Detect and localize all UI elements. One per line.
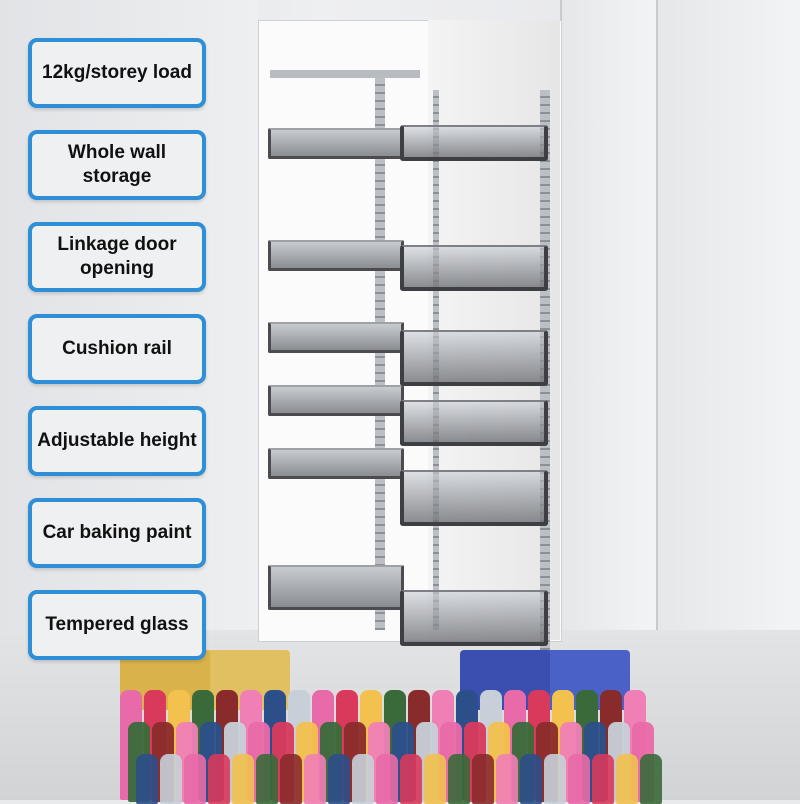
feature-label-load: 12kg/storey load	[28, 38, 206, 108]
bottle	[520, 754, 542, 804]
feature-label-height: Adjustable height	[28, 406, 206, 476]
door-rack	[400, 330, 548, 386]
cabinet-panel	[560, 0, 658, 632]
bottle	[592, 754, 614, 804]
bottle	[184, 754, 206, 804]
bottle	[568, 754, 590, 804]
bottle	[136, 754, 158, 804]
bottle	[496, 754, 518, 804]
groceries	[120, 650, 662, 804]
basket-shelf	[268, 128, 404, 159]
cabinet-panel	[656, 0, 800, 632]
bottle	[424, 754, 446, 804]
bottle	[544, 754, 566, 804]
door-rack	[400, 245, 548, 291]
bottle	[640, 754, 662, 804]
bottle	[352, 754, 374, 804]
bottle	[616, 754, 638, 804]
bottle	[208, 754, 230, 804]
bottle	[232, 754, 254, 804]
bottle	[472, 754, 494, 804]
door-rack	[400, 400, 548, 446]
feature-label-door: Linkage door opening	[28, 222, 206, 292]
door-rack	[400, 125, 548, 161]
feature-label-storage: Whole wall storage	[28, 130, 206, 200]
basket-shelf	[268, 385, 404, 416]
door-rack	[400, 470, 548, 526]
bottle	[328, 754, 350, 804]
feature-label-glass: Tempered glass	[28, 590, 206, 660]
bottle	[280, 754, 302, 804]
basket-shelf	[268, 322, 404, 353]
basket-shelf	[268, 240, 404, 271]
basket-shelf	[268, 448, 404, 479]
bottle	[376, 754, 398, 804]
feature-label-rail: Cushion rail	[28, 314, 206, 384]
bottle	[160, 754, 182, 804]
door-rack	[400, 590, 548, 646]
bottle	[400, 754, 422, 804]
top-bracket	[270, 70, 420, 78]
bottle	[256, 754, 278, 804]
basket-shelf	[268, 565, 404, 610]
bottle	[448, 754, 470, 804]
bottle	[304, 754, 326, 804]
feature-label-paint: Car baking paint	[28, 498, 206, 568]
